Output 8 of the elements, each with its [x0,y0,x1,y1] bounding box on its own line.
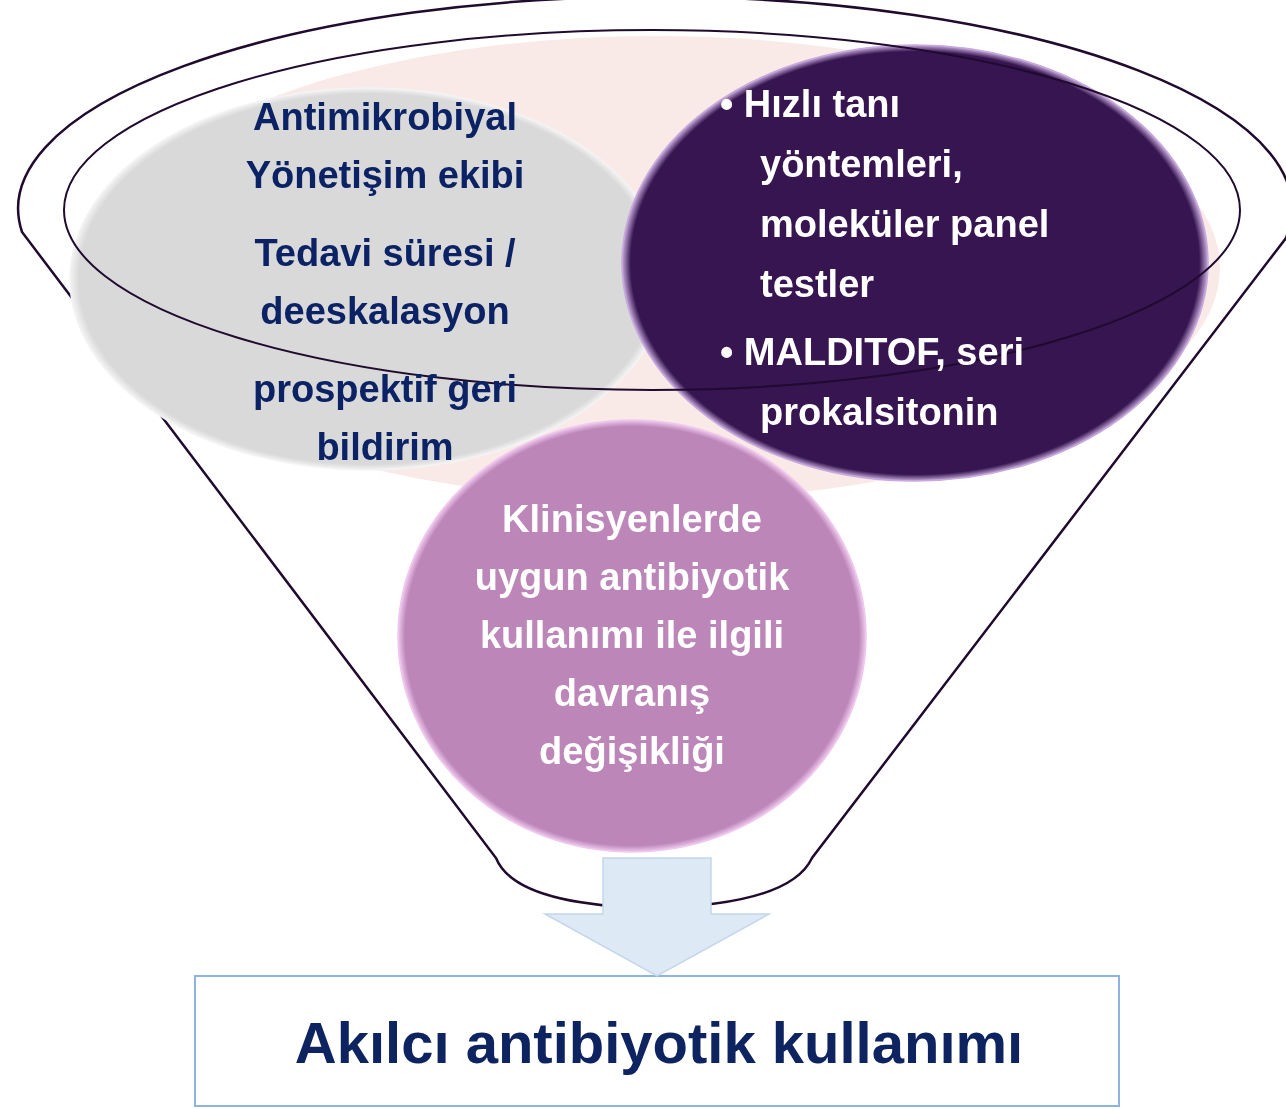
node-text: Klinisyenlerde uygun antibiyotik kullanımı ile ilgili davranış değişikliği [473,497,791,774]
result-box [194,975,1120,1107]
node-text: Antimikrobiyal Yönetişim ekibi [244,95,526,198]
block-arrow [542,857,772,977]
bullet-item: • MALDITOF, seri prokalsitonin [720,330,1025,435]
node-text: Tedavi süresi / deeskalasyon [253,231,517,334]
result-title: Akılcı antibiyotik kullanımı [293,1009,1025,1077]
bullet-item: • Hızlı tanı yöntemleri, moleküler panel testler [720,82,1051,307]
